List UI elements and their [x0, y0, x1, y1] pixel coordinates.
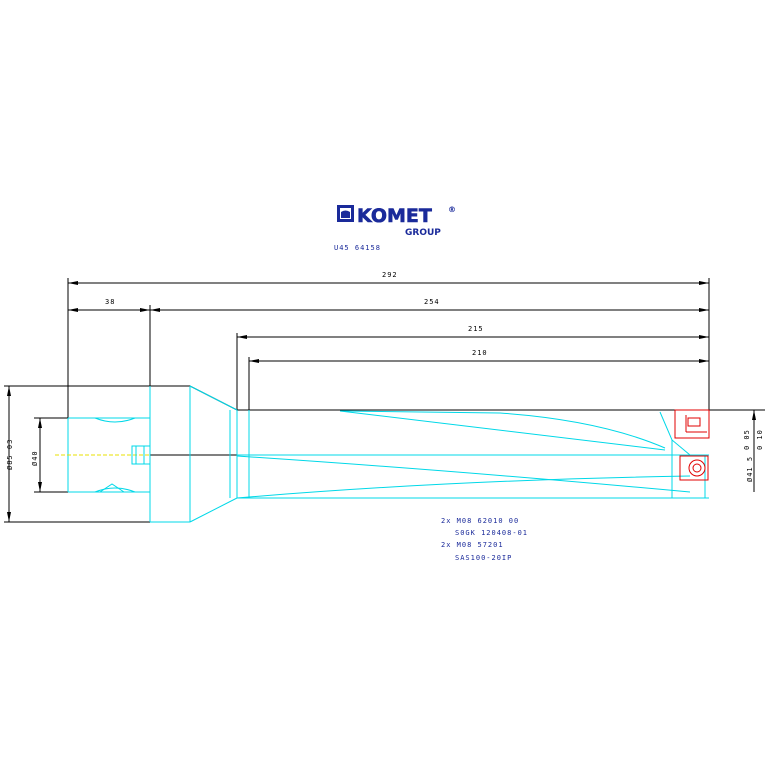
komet-logo: KOMET ® GROUP [337, 205, 456, 238]
dim-label-210: 210 [472, 349, 488, 357]
dim-label-38: 38 [105, 298, 115, 306]
tool-cyan-outline [55, 385, 709, 523]
screw-icon [688, 459, 706, 477]
note-2: S0GK 120408-01 [455, 529, 528, 537]
dim-label-254: 254 [424, 298, 440, 306]
part-number: U45 64158 [334, 244, 381, 252]
note-1: 2x M08 62010 00 [441, 517, 519, 525]
komet-logo-icon [337, 205, 354, 222]
dimension-shank-diameter: Ø40 [31, 418, 42, 492]
note-4: SAS100-20IP [455, 554, 512, 562]
logo-brand: KOMET [357, 205, 432, 227]
logo-group: GROUP [405, 228, 441, 238]
dimension-flange-diameter: Ø85 03 [6, 386, 14, 522]
dim-label-tol-lower: 0 10 [756, 429, 764, 450]
dim-label-shank-diameter: Ø40 [31, 450, 39, 466]
dim-label-tol-upper: 0 05 [743, 429, 751, 450]
dimension-210: 210 [249, 349, 709, 363]
dimension-254: 254 [150, 298, 709, 312]
dimension-215: 215 [237, 325, 709, 339]
insert-pocket [674, 409, 710, 481]
note-3: 2x M08 57201 [441, 541, 504, 549]
dimension-drill-diameter: Ø41 5 0 05 0 10 [743, 410, 764, 492]
logo-registered: ® [448, 205, 456, 214]
dim-label-flange-diameter: Ø85 03 [6, 439, 14, 470]
dimension-292: 292 [68, 271, 709, 285]
dim-label-292: 292 [382, 271, 398, 279]
dim-label-drill-diameter: Ø41 5 [746, 456, 754, 482]
dim-label-215: 215 [468, 325, 484, 333]
notes: 2x M08 62010 00 S0GK 120408-01 2x M08 57… [441, 517, 528, 562]
dimension-38: 38 [68, 298, 150, 312]
extension-lines [4, 278, 765, 523]
tool-black-outline [67, 385, 709, 456]
